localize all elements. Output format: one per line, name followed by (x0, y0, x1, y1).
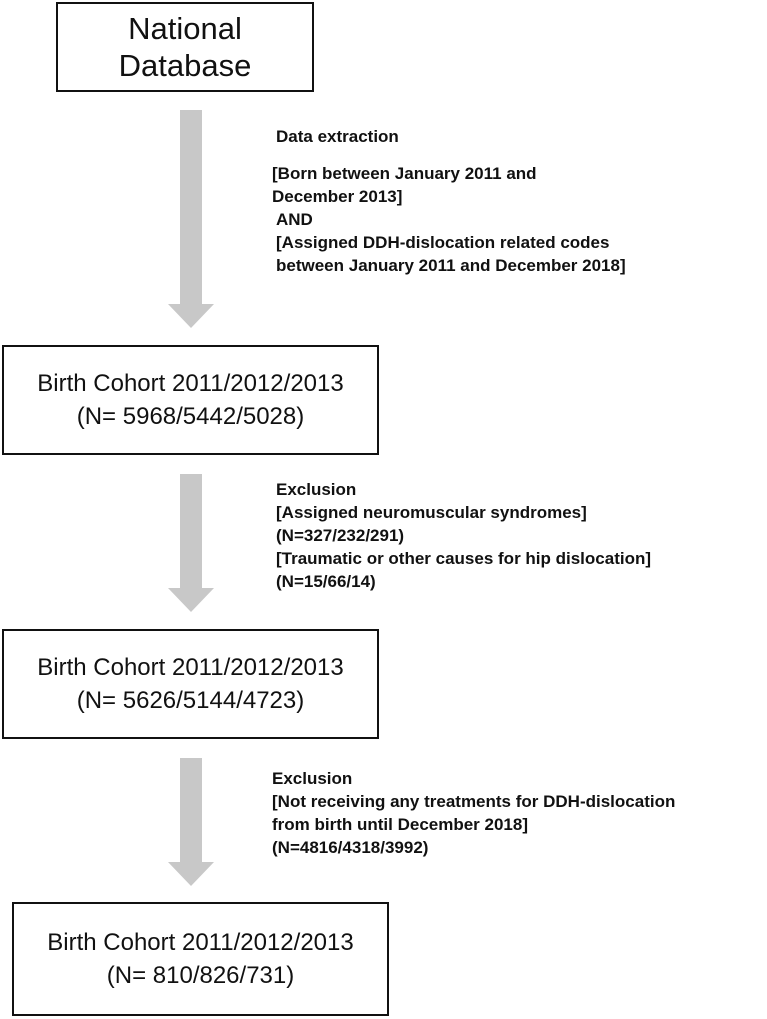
birth-cohort-box-3: Birth Cohort 2011/2012/2013 (N= 810/826/… (12, 902, 389, 1016)
extraction-line-1: [Born between January 2011 and (272, 164, 537, 183)
extraction-line-5: between January 2011 and December 2018] (276, 256, 626, 275)
cohort-2-label: Birth Cohort 2011/2012/2013 (37, 654, 344, 681)
exclusion-2-line-1: [Not receiving any treatments for DDH-di… (272, 792, 676, 811)
database-line-1: National (128, 11, 242, 46)
cohort-2-count: (N= 5626/5144/4723) (76, 687, 305, 714)
birth-cohort-box-1: Birth Cohort 2011/2012/2013 (N= 5968/544… (2, 345, 379, 455)
exclusion-1-line-3: [Traumatic or other causes for hip dislo… (276, 549, 652, 568)
birth-cohort-box-2: Birth Cohort 2011/2012/2013 (N= 5626/514… (2, 629, 379, 739)
exclusion-note-1: Exclusion [Assigned neuromuscular syndro… (276, 478, 651, 593)
exclusion-note-2: Exclusion [Not receiving any treatments … (272, 767, 675, 859)
down-arrow-2 (168, 474, 214, 612)
exclusion-1-line-4: (N=15/66/14) (276, 572, 376, 591)
cohort-1-label: Birth Cohort 2011/2012/2013 (37, 370, 344, 397)
exclusion-1-line-2: (N=327/232/291) (276, 526, 405, 545)
extraction-title: Data extraction (276, 127, 399, 146)
exclusion-1-line-1: [Assigned neuromuscular syndromes] (276, 503, 587, 522)
exclusion-2-title: Exclusion (272, 769, 353, 788)
exclusion-1-title: Exclusion (276, 480, 357, 499)
extraction-and: AND (276, 210, 313, 229)
database-line-2: Database (118, 48, 252, 83)
cohort-1-count: (N= 5968/5442/5028) (76, 403, 305, 430)
down-arrow-3 (168, 758, 214, 886)
exclusion-2-line-3: (N=4816/4318/3992) (272, 838, 429, 857)
exclusion-2-line-2: from birth until December 2018] (272, 815, 529, 834)
cohort-3-label: Birth Cohort 2011/2012/2013 (47, 929, 354, 956)
cohort-3-count: (N= 810/826/731) (106, 962, 295, 989)
extraction-line-4: [Assigned DDH-dislocation related codes (276, 233, 610, 252)
national-database-box: National Database (56, 2, 314, 92)
data-extraction-note: Data extraction [Born between January 20… (272, 125, 626, 277)
down-arrow-1 (168, 110, 214, 328)
extraction-line-2: December 2013] (272, 187, 403, 206)
